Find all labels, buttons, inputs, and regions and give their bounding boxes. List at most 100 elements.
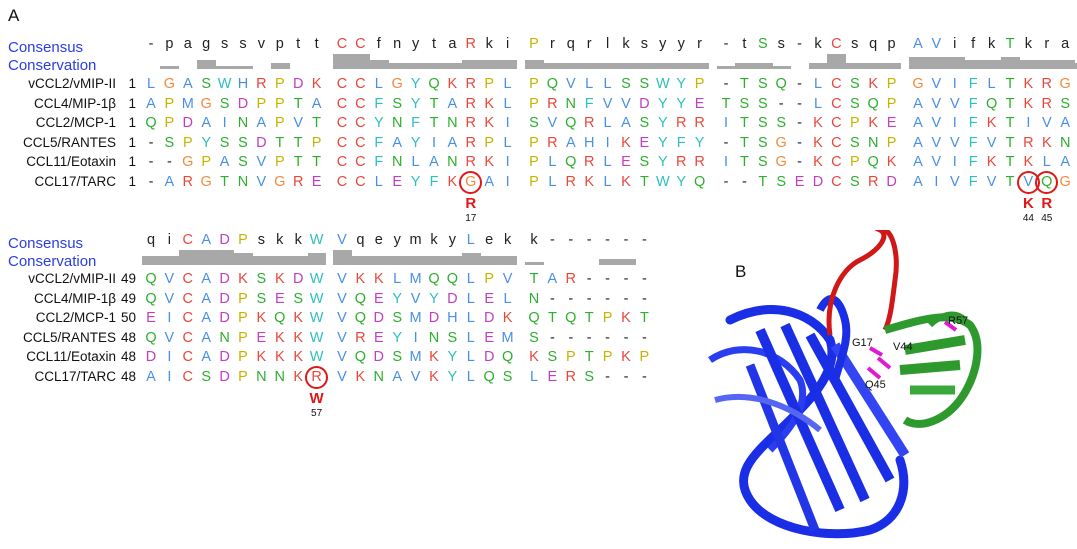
top-residue: K bbox=[311, 76, 322, 92]
top-residue: L bbox=[603, 76, 612, 92]
bottom-residue: D bbox=[219, 310, 230, 326]
top-residue: K bbox=[886, 154, 897, 170]
bottom-residue: V bbox=[337, 329, 347, 346]
bottom-residue: E bbox=[547, 368, 558, 385]
top-residue: R bbox=[465, 76, 477, 92]
top-conservation-bar bbox=[270, 63, 290, 69]
top-residue: K bbox=[484, 95, 495, 112]
bottom-consensus-residue: - bbox=[623, 232, 629, 248]
top-consensus-residue: - bbox=[148, 36, 154, 52]
top-residue: P bbox=[529, 76, 539, 92]
bottom-residue: E bbox=[274, 290, 285, 307]
bottom-residue: T bbox=[529, 271, 539, 287]
top-residue: C bbox=[831, 154, 842, 170]
top-residue: C bbox=[336, 76, 348, 92]
top-residue: E bbox=[639, 134, 650, 151]
mutation-residue: W bbox=[309, 389, 324, 407]
top-residue: L bbox=[548, 173, 557, 190]
bottom-residue: C bbox=[182, 271, 194, 287]
bottom-residue: N bbox=[428, 329, 440, 346]
top-residue: R bbox=[1023, 134, 1034, 151]
top-conservation-bar bbox=[234, 66, 253, 69]
bottom-residue: A bbox=[201, 290, 212, 307]
bottom-conservation-bar bbox=[525, 262, 544, 265]
top-residue: R bbox=[465, 154, 477, 170]
top-conservation-bar bbox=[443, 63, 463, 69]
top-consensus-residue: f bbox=[971, 36, 976, 52]
top-residue: C bbox=[831, 95, 842, 112]
top-residue: T bbox=[739, 76, 749, 92]
top-consensus-residue: k bbox=[987, 36, 996, 52]
mutation-circle bbox=[459, 170, 483, 194]
bottom-residue: D bbox=[447, 290, 458, 307]
top-residue: I bbox=[505, 115, 510, 131]
top-residue: P bbox=[849, 115, 860, 131]
top-conservation-bar bbox=[927, 57, 947, 69]
top-residue: N bbox=[391, 115, 403, 131]
bottom-residue: A bbox=[201, 329, 212, 346]
top-residue: W bbox=[655, 173, 670, 190]
top-residue: F bbox=[968, 115, 978, 131]
top-consensus-residue: g bbox=[202, 36, 211, 52]
top-residue: S bbox=[219, 134, 230, 151]
top-residue: R bbox=[547, 95, 558, 112]
top-residue: R bbox=[675, 115, 687, 131]
bottom-consensus-residue: - bbox=[605, 232, 611, 248]
bottom-conservation-bar bbox=[369, 256, 389, 265]
bottom-residue: S bbox=[256, 271, 267, 287]
bottom-residue: P bbox=[565, 349, 576, 365]
top-residue: P bbox=[694, 76, 705, 92]
top-residue: - bbox=[741, 173, 747, 190]
top-residue: D bbox=[812, 173, 824, 190]
top-residue: R bbox=[583, 115, 595, 131]
bottom-consensus-residue: q bbox=[146, 232, 156, 248]
top-residue: V bbox=[931, 76, 942, 92]
bottom-residue: A bbox=[392, 368, 403, 385]
top-residue: R bbox=[694, 115, 705, 131]
bottom-consensus-residue: y bbox=[393, 232, 401, 248]
top-residue: P bbox=[484, 76, 495, 92]
top-residue: N bbox=[237, 115, 249, 131]
bottom-residue: P bbox=[602, 349, 613, 365]
top-residue: P bbox=[164, 115, 175, 131]
top-residue: S bbox=[849, 134, 860, 151]
top-residue: T bbox=[1005, 154, 1015, 170]
top-conservation-bar bbox=[1056, 60, 1076, 69]
mutation-position: 17 bbox=[465, 212, 477, 224]
bottom-conservation-bar bbox=[443, 256, 463, 265]
top-residue: A bbox=[392, 134, 403, 151]
bottom-conservation-bar bbox=[333, 250, 352, 265]
top-residue: E bbox=[886, 115, 897, 131]
top-residue: S bbox=[639, 76, 650, 92]
bottom-residue: K bbox=[373, 271, 384, 287]
bottom-residue: K bbox=[502, 310, 513, 326]
bottom-residue: V bbox=[164, 290, 175, 307]
top-residue: K bbox=[1023, 95, 1034, 112]
top-residue: F bbox=[968, 154, 978, 170]
top-residue: A bbox=[447, 95, 458, 112]
bottom-residue: - bbox=[605, 271, 611, 287]
top-consensus-residue: s bbox=[239, 36, 247, 52]
top-consensus-residue: k bbox=[814, 36, 822, 52]
bottom-conservation-bar bbox=[197, 250, 217, 265]
top-conservation-bar bbox=[580, 63, 600, 69]
top-conservation-bar bbox=[480, 60, 500, 69]
top-residue: T bbox=[293, 154, 303, 170]
top-residue: F bbox=[411, 115, 421, 131]
top-residue: P bbox=[274, 154, 285, 170]
top-conservation-bar bbox=[388, 63, 408, 69]
bottom-seq-name: CCL11/Eotaxin bbox=[26, 349, 116, 364]
top-residue: S bbox=[1060, 95, 1071, 112]
bottom-residue: K bbox=[429, 349, 439, 365]
bottom-residue: E bbox=[373, 329, 384, 346]
top-residue: T bbox=[293, 95, 303, 112]
bottom-residue: K bbox=[274, 271, 285, 287]
top-residue: A bbox=[256, 115, 267, 131]
top-residue: L bbox=[503, 76, 512, 92]
bottom-residue: K bbox=[274, 329, 285, 346]
top-residue: E bbox=[794, 173, 805, 190]
top-residue: A bbox=[621, 115, 631, 131]
top-residue: T bbox=[1005, 173, 1015, 190]
top-residue: D bbox=[256, 134, 267, 151]
